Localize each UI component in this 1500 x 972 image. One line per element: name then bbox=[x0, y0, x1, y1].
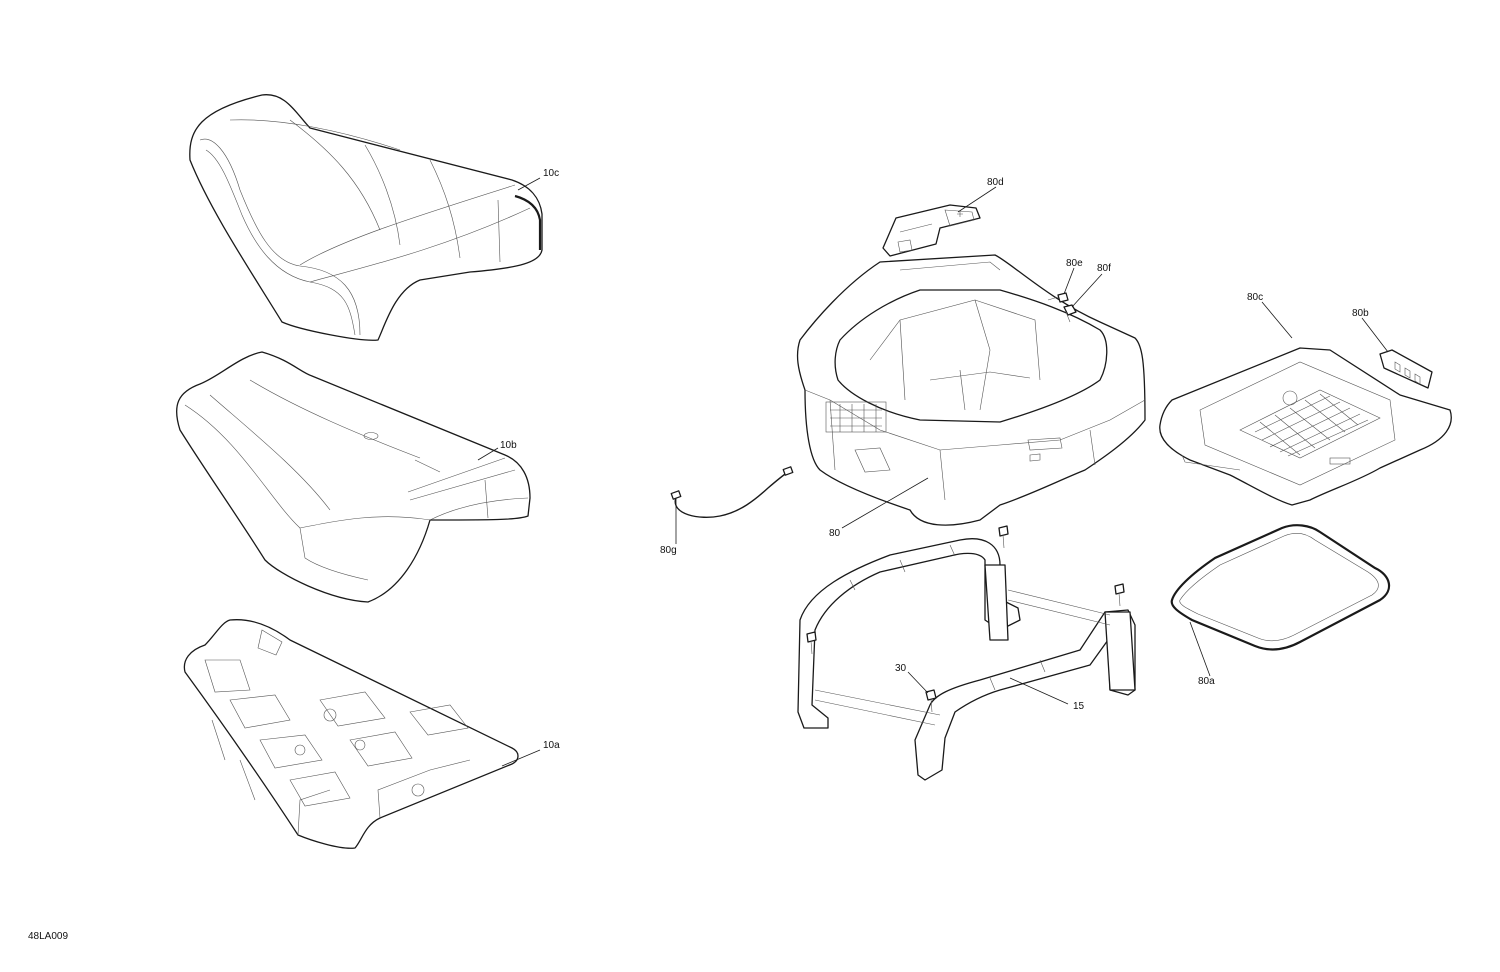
leader-lines bbox=[477, 177, 1389, 767]
part-80e-screw[interactable] bbox=[1047, 292, 1069, 303]
callout-80d: 80d bbox=[987, 177, 1004, 188]
part-80-storage-box[interactable] bbox=[796, 254, 1146, 526]
part-10a-seat-base[interactable] bbox=[183, 619, 519, 849]
part-15-support-frame[interactable] bbox=[797, 538, 1136, 781]
part-10b-seat-foam[interactable] bbox=[176, 351, 531, 603]
callout-80e: 80e bbox=[1066, 258, 1083, 269]
figure-id: 48LA009 bbox=[28, 931, 69, 942]
part-80f-screw[interactable] bbox=[1063, 304, 1077, 323]
part-frame-bolt[interactable] bbox=[998, 525, 1009, 549]
callout-15: 15 bbox=[1073, 701, 1085, 712]
callout-80c: 80c bbox=[1247, 292, 1263, 303]
callout-labels: 10c 10b 10a 80d 80e 80f 80c 80b 80 80g 3… bbox=[500, 168, 1369, 751]
callout-80f: 80f bbox=[1097, 263, 1111, 274]
callout-10a: 10a bbox=[543, 740, 560, 751]
callout-10b: 10b bbox=[500, 440, 517, 451]
callout-80g: 80g bbox=[660, 545, 677, 556]
callout-80a: 80a bbox=[1198, 676, 1215, 687]
part-80c-box-lid[interactable] bbox=[1159, 347, 1452, 506]
part-80a-gasket[interactable] bbox=[1170, 524, 1391, 651]
part-80b-latch[interactable] bbox=[1379, 349, 1433, 389]
part-80g-wire-harness[interactable] bbox=[670, 466, 794, 518]
part-30-bolt[interactable] bbox=[925, 689, 937, 713]
part-frame-bolt[interactable] bbox=[806, 631, 817, 655]
part-10c-seat-cover[interactable] bbox=[189, 94, 543, 341]
callout-10c: 10c bbox=[543, 168, 559, 179]
callout-80b: 80b bbox=[1352, 308, 1369, 319]
callout-80: 80 bbox=[829, 528, 841, 539]
part-frame-bolt[interactable] bbox=[1114, 583, 1125, 607]
part-80d-lid-plate[interactable] bbox=[882, 204, 981, 257]
callout-30: 30 bbox=[895, 663, 907, 674]
